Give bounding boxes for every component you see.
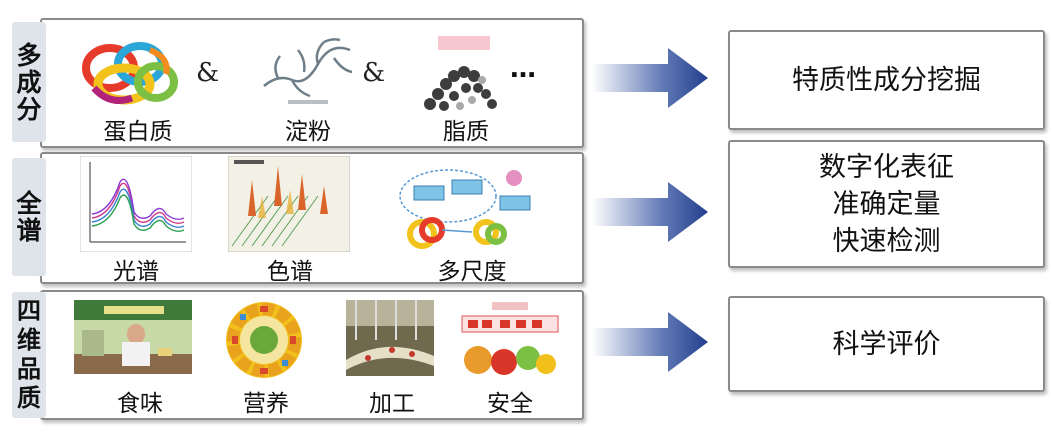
- multiscale-structure-image: [399, 169, 531, 249]
- caption-multiscale: 多尺度: [437, 259, 507, 285]
- row-label-quality: 四 维 品 质: [12, 292, 46, 418]
- starch-branch-image: [263, 38, 353, 104]
- label-char: 维: [17, 326, 41, 354]
- label-char: 品: [17, 355, 41, 383]
- row-label-spectrum: 全 谱: [12, 158, 46, 276]
- label-char: 成: [16, 67, 42, 97]
- arrow-right-icon: [592, 48, 708, 108]
- caption-taste: 食味: [117, 391, 163, 417]
- result-box-characterization: 数字化表征 准确定量 快速检测: [728, 140, 1045, 268]
- result-text: 数字化表征: [819, 151, 954, 183]
- caption-starch: 淀粉: [285, 119, 331, 145]
- result-text: 科学评价: [832, 328, 941, 360]
- connector-ampersand: &: [362, 58, 386, 88]
- result-box-evaluation: 科学评价: [728, 296, 1045, 392]
- caption-spectroscopy: 光谱: [113, 259, 159, 285]
- caption-lipid: 脂质: [443, 119, 489, 145]
- caption-nutrition: 营养: [243, 391, 289, 417]
- label-char: 分: [16, 94, 42, 124]
- caption-protein: 蛋白质: [103, 119, 173, 145]
- arrow-right-icon: [592, 182, 708, 242]
- arrow-right-icon: [592, 312, 708, 372]
- connector-ampersand: &: [196, 58, 220, 88]
- label-char: 谱: [16, 216, 42, 245]
- label-char: 四: [17, 297, 41, 325]
- chromatogram-image: [228, 156, 350, 252]
- label-char: 质: [17, 384, 41, 412]
- label-char: 多: [16, 40, 42, 70]
- processing-factory-photo: [346, 300, 434, 376]
- nutrition-wheel-image: [226, 302, 302, 378]
- result-text: 准确定量: [832, 188, 941, 220]
- connector-ellipsis: …: [510, 54, 537, 84]
- result-text: 快速检测: [832, 225, 941, 257]
- result-text: 特质性成分挖掘: [792, 64, 981, 96]
- spectrum-chart-image: [80, 156, 192, 252]
- label-char: 全: [16, 189, 42, 218]
- food-safety-image: [456, 300, 562, 380]
- row-label-composition: 多 成 分: [12, 22, 46, 142]
- caption-chromatography: 色谱: [267, 259, 313, 285]
- caption-processing: 加工: [369, 391, 415, 417]
- tasting-photo: [74, 300, 192, 374]
- lipid-molecule-image: [424, 36, 497, 111]
- protein-structure-image: [82, 42, 178, 105]
- result-box-mining: 特质性成分挖掘: [728, 30, 1045, 130]
- caption-safety: 安全: [487, 391, 533, 417]
